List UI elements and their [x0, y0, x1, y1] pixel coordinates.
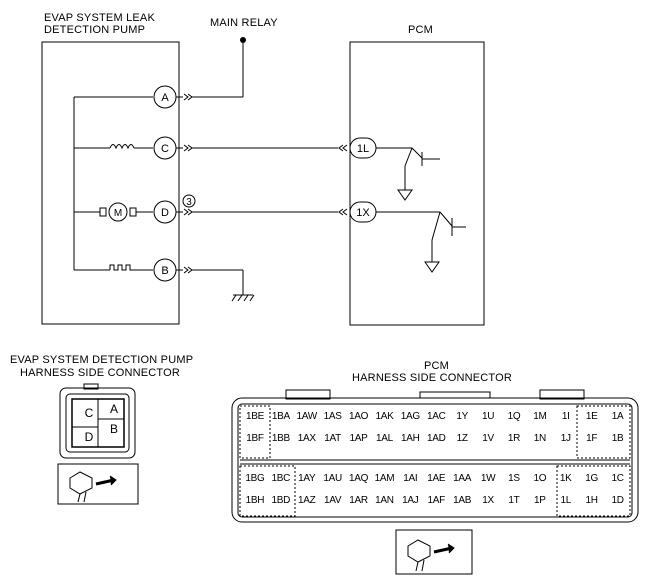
pcm-terminal-cell: 1AX — [297, 433, 316, 444]
pcm-terminal-cell: 1AQ — [348, 473, 369, 484]
pcm-terminal-cell: 1C — [611, 473, 624, 484]
pcm-terminal-cell: 1G — [585, 473, 598, 484]
pump-pin-b: B — [110, 422, 118, 436]
pcm-terminal-cell: 1AL — [375, 433, 393, 444]
pcm-terminal-cell: 1V — [482, 433, 494, 444]
pcm-terminal-cell: 1D — [611, 495, 624, 506]
pcm-terminal-cell: 1M — [533, 411, 547, 422]
pcm-terminal-cell: 1A — [611, 411, 624, 422]
pcm-connector-title-line1: PCM — [424, 360, 450, 372]
pcm-terminal-cell: 1U — [481, 411, 495, 422]
pcm-terminal-1l: 1L — [357, 143, 369, 155]
pcm-terminal-cell: 1BA — [271, 411, 290, 422]
main-relay-label: MAIN RELAY — [210, 17, 278, 29]
pcm-connector-title-line2: HARNESS SIDE CONNECTOR — [352, 372, 513, 384]
pcm-terminal-cell: 1BE — [245, 411, 264, 422]
pcm-terminal-cell: 1AO — [348, 411, 369, 422]
pcm-terminal-cell: 1BD — [271, 495, 291, 506]
pcm-terminal-cell: 1BC — [271, 473, 291, 484]
coil-icon — [109, 144, 135, 150]
pcm-terminal-cell: 1AU — [323, 473, 342, 484]
pcm-terminal-cell: 1AF — [427, 495, 446, 506]
terminal-a: A — [161, 92, 169, 104]
heater-icon — [109, 264, 134, 271]
motor-icon: M — [114, 208, 122, 219]
pcm-terminal-cell: 1E — [585, 411, 598, 422]
pcm-terminal-cell: 1P — [534, 495, 546, 506]
pcm-terminal-cell: 1AA — [453, 473, 472, 484]
pcm-terminal-cell: 1AP — [349, 433, 368, 444]
pcm-terminal-cell: 1AE — [427, 473, 446, 484]
pcm-terminal-cell: 1T — [508, 495, 520, 506]
pcm-terminal-cell: 1W — [480, 473, 496, 484]
pcm-terminal-cell: 1AN — [375, 495, 394, 506]
pcm-terminal-cell: 1K — [559, 473, 572, 484]
terminal-c: C — [161, 143, 169, 155]
pump-box — [41, 41, 180, 325]
pcm-terminal-cell: 1L — [560, 495, 571, 506]
pcm-terminal-cell: 1R — [507, 433, 521, 444]
pcm-terminal-cell: 1Q — [507, 411, 521, 422]
pcm-terminal-cell: 1AS — [323, 411, 342, 422]
pcm-connector-view-box — [395, 529, 473, 575]
pcm-terminal-cell: 1B — [611, 433, 624, 444]
pcm-terminal-cell: 1AD — [426, 433, 446, 444]
pcm-terminal-cell: 1AG — [400, 411, 420, 422]
pcm-terminal-cell: 1BF — [246, 433, 264, 444]
pcm-terminal-cell: 1O — [533, 473, 547, 484]
pcm-terminal-cell: 1AB — [453, 495, 472, 506]
pcm-terminal-cell: 1BB — [271, 433, 290, 444]
pcm-terminal-1x: 1X — [356, 207, 370, 219]
pcm-terminal-cell: 1AK — [375, 411, 394, 422]
pcm-terminal-cell: 1AW — [296, 411, 318, 422]
pcm-terminal-cell: 1AV — [324, 495, 342, 506]
terminal-b: B — [161, 265, 168, 277]
pcm-terminal-cell: 1AM — [374, 473, 395, 484]
pcm-terminal-cell: 1H — [585, 495, 598, 506]
pcm-terminal-cell: 1AR — [349, 495, 368, 506]
pcm-box — [349, 41, 485, 326]
pcm-terminal-cell: 1BH — [245, 495, 265, 506]
pump-connector-title-line1: EVAP SYSTEM DETECTION PUMP — [10, 354, 194, 366]
pump-title-line1: EVAP SYSTEM LEAK — [44, 12, 156, 24]
pcm-terminal-cell: 1AJ — [402, 495, 419, 506]
pcm-terminal-cell: 1AH — [401, 433, 420, 444]
pcm-terminal-cell: 1Y — [456, 411, 468, 422]
pump-pin-a: A — [110, 402, 118, 416]
pump-connector-view-box — [57, 463, 139, 505]
pcm-label: PCM — [408, 24, 434, 36]
pcm-terminal-cell: 1J — [560, 433, 571, 444]
pcm-terminal-cell: 1AC — [426, 411, 446, 422]
pcm-terminal-cell: 1N — [533, 433, 546, 444]
pcm-terminal-cell: 1F — [586, 433, 598, 444]
pcm-terminal-cell: 1BG — [245, 473, 265, 484]
pcm-terminal-cell: 1AZ — [298, 495, 316, 506]
circled-note: 3 — [186, 197, 192, 208]
pcm-terminal-cell: 1X — [482, 495, 494, 506]
pump-pin-d: D — [85, 430, 94, 444]
main-relay-junction — [240, 37, 246, 43]
terminal-d: D — [161, 207, 169, 219]
pcm-terminal-cell: 1AI — [403, 473, 418, 484]
pcm-terminal-cell: 1I — [561, 411, 570, 422]
pcm-terminal-cell: 1AT — [324, 433, 341, 444]
pcm-terminal-cell: 1AY — [298, 473, 316, 484]
pcm-terminal-cell: 1Z — [456, 433, 468, 444]
pump-pin-c: C — [85, 406, 94, 420]
pump-connector-title-line2: HARNESS SIDE CONNECTOR — [20, 367, 181, 379]
pump-title-line2: DETECTION PUMP — [44, 24, 146, 36]
pcm-terminal-cell: 1S — [508, 473, 520, 484]
